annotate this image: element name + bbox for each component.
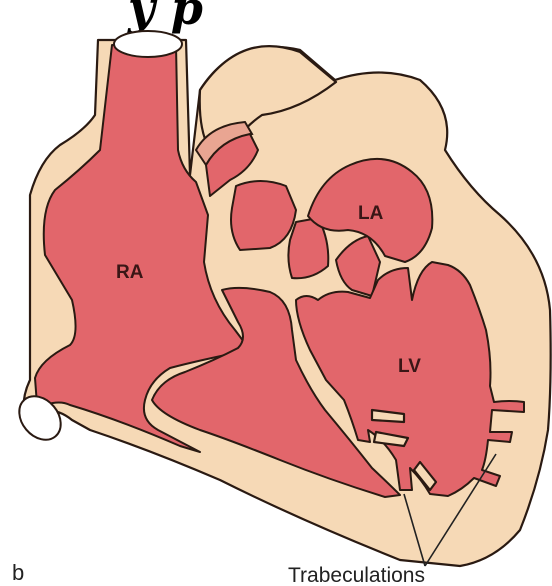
label-left-atrium: LA [358,203,384,224]
cropped-title-fragment: y p [127,0,203,35]
panel-letter: b [12,560,24,585]
superior-vena-cava-cut [114,31,182,57]
label-left-ventricle: LV [398,356,421,377]
trabeculations-label: Trabeculations [288,564,425,586]
label-right-atrium: RA [116,262,144,283]
